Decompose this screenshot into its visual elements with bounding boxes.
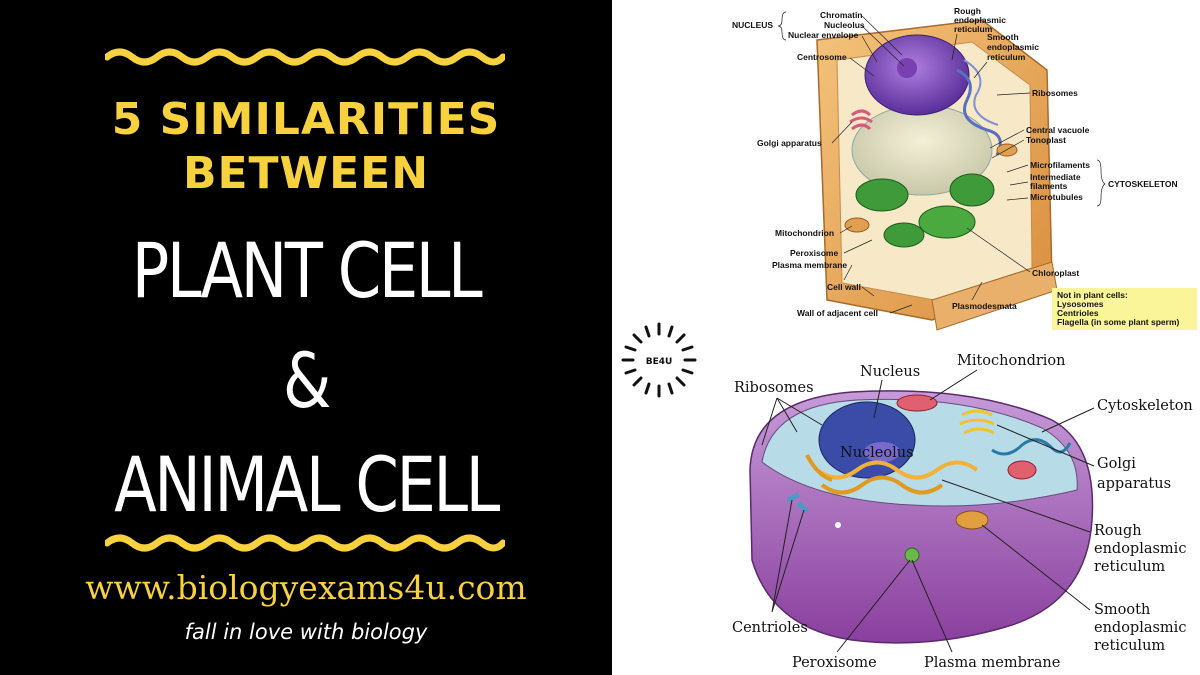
- animal-label-nucleus: Nucleus: [860, 364, 920, 380]
- animal-cell-diagram: Nucleus Mitochondrion Ribosomes Cytoskel…: [732, 353, 1193, 671]
- label-peroxisome: Peroxisome: [790, 248, 838, 258]
- animal-label-rough-er-3: reticulum: [1094, 559, 1165, 575]
- label-plasma-membrane: Plasma membrane: [772, 260, 847, 270]
- animal-label-mitochondrion: Mitochondrion: [957, 353, 1066, 369]
- label-ribosomes: Ribosomes: [1032, 88, 1078, 98]
- note-line-2: Lysosomes: [1057, 299, 1104, 309]
- label-intermediate-1: Intermediate: [1030, 172, 1081, 182]
- label-rough-er-1: Rough: [954, 6, 981, 16]
- animal-label-nucleolus: Nucleolus: [840, 445, 914, 461]
- label-tonoplast: Tonoplast: [1026, 135, 1066, 145]
- label-rough-er-2: endoplasmic: [954, 15, 1006, 25]
- top-wave-divider: [105, 48, 505, 66]
- note-line-1: Not in plant cells:: [1057, 290, 1128, 300]
- heading-ampersand: &: [282, 336, 332, 425]
- label-rough-er-3: reticulum: [954, 24, 993, 34]
- badge-text: BE4U: [646, 357, 673, 367]
- label-chromatin: Chromatin: [820, 10, 863, 20]
- cell-diagrams: Not in plant cells: Lysosomes Centrioles…: [621, 6, 1197, 671]
- label-plasmodesmata: Plasmodesmata: [952, 301, 1017, 311]
- title-panel: 5 SIMILARITIES BETWEEN PLANT CELL & ANIM…: [0, 0, 612, 675]
- heading-animal-cell: ANIMAL CELL: [114, 440, 500, 529]
- animal-label-rough-er-2: endoplasmic: [1094, 541, 1186, 557]
- animal-nucleus: [818, 401, 916, 479]
- animal-label-rough-er-1: Rough: [1094, 523, 1142, 539]
- plant-chloroplast: [949, 173, 995, 207]
- plant-nucleus: [864, 34, 970, 116]
- animal-label-golgi-1: Golgi: [1097, 456, 1136, 472]
- diagram-panel: Not in plant cells: Lysosomes Centrioles…: [612, 0, 1200, 675]
- label-centrosome: Centrosome: [797, 52, 847, 62]
- label-microfilaments: Microfilaments: [1030, 160, 1090, 170]
- label-smooth-er-1: Smooth: [987, 32, 1019, 42]
- label-microtubules: Microtubules: [1030, 192, 1083, 202]
- label-golgi: Golgi apparatus: [757, 138, 822, 148]
- be4u-badge: BE4U: [621, 322, 697, 398]
- heading-plant-cell: PLANT CELL: [131, 226, 483, 315]
- label-nuclear-envelope: Nuclear envelope: [788, 30, 859, 40]
- label-wall-adjacent: Wall of adjacent cell: [797, 308, 878, 318]
- label-mitochondrion: Mitochondrion: [775, 228, 834, 238]
- plant-chloroplast: [918, 205, 976, 239]
- label-smooth-er-2: endoplasmic: [987, 42, 1039, 52]
- animal-label-plasma-membrane: Plasma membrane: [924, 655, 1060, 671]
- website-link[interactable]: www.biologyexams4u.com: [85, 568, 527, 607]
- heading-between: BETWEEN: [182, 148, 430, 199]
- animal-label-smooth-er-2: endoplasmic: [1094, 620, 1186, 636]
- tagline: fall in love with biology: [184, 620, 428, 644]
- label-cytoskeleton: CYTOSKELETON: [1108, 179, 1178, 189]
- note-line-4: Flagella (in some plant sperm): [1057, 317, 1180, 327]
- plant-chloroplast: [883, 222, 925, 248]
- animal-label-peroxisome: Peroxisome: [792, 655, 877, 671]
- label-nucleolus: Nucleolus: [824, 20, 865, 30]
- animal-label-golgi-2: apparatus: [1097, 476, 1171, 492]
- animal-label-smooth-er-1: Smooth: [1094, 602, 1150, 618]
- animal-label-ribosomes: Ribosomes: [734, 380, 814, 396]
- note-line-3: Centrioles: [1057, 308, 1099, 318]
- label-central-vacuole: Central vacuole: [1026, 125, 1090, 135]
- plant-cell-diagram: Not in plant cells: Lysosomes Centrioles…: [732, 6, 1197, 331]
- label-cell-wall: Cell wall: [827, 282, 861, 292]
- label-smooth-er-3: reticulum: [987, 52, 1026, 62]
- heading-similarities: 5 SIMILARITIES: [111, 94, 501, 145]
- animal-label-smooth-er-3: reticulum: [1094, 638, 1165, 654]
- label-chloroplast: Chloroplast: [1032, 268, 1079, 278]
- bottom-wave-divider: [105, 534, 505, 552]
- not-in-plant-cells-note: [1052, 288, 1197, 330]
- plant-chloroplast: [855, 178, 909, 212]
- label-nucleus: NUCLEUS: [732, 20, 773, 30]
- animal-label-centrioles: Centrioles: [732, 620, 808, 636]
- label-intermediate-2: filaments: [1030, 181, 1068, 191]
- animal-label-cytoskeleton: Cytoskeleton: [1097, 398, 1193, 414]
